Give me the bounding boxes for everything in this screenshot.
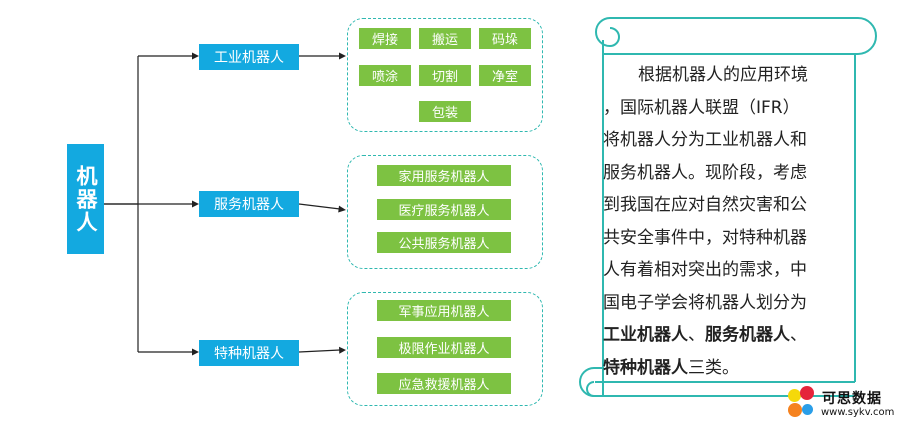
- category-service: 服务机器人: [199, 191, 299, 217]
- scroll-line: 特种机器人三类。: [603, 352, 825, 385]
- watermark-name: 可思数据: [822, 391, 882, 407]
- scroll-line: 人有着相对突出的需求，中: [603, 260, 807, 280]
- scroll-line: 国电子学会将机器人划分为: [603, 292, 807, 313]
- scroll-line: 到我国在应对自然灾害和公: [603, 195, 807, 215]
- leaf-palletizing: 码垛: [479, 28, 531, 49]
- bold-term: 工业机器人: [603, 325, 688, 345]
- category-special: 特种机器人: [199, 340, 299, 366]
- leaf-military: 军事应用机器人: [377, 300, 511, 321]
- service-group: [347, 155, 543, 269]
- leaf-emergency-rescue: 应急救援机器人: [377, 373, 511, 394]
- leaf-medical-service: 医疗服务机器人: [377, 199, 511, 220]
- leaf-public-service: 公共服务机器人: [377, 232, 511, 253]
- leaf-cleanroom: 净室: [479, 65, 531, 86]
- separator: 、: [688, 325, 705, 345]
- scroll-line: ，国际机器人联盟（IFR）: [603, 97, 800, 118]
- bold-term: 服务机器人: [705, 325, 790, 345]
- scroll-tail: 三类。: [688, 357, 739, 378]
- bold-term: 特种机器人: [603, 357, 688, 378]
- leaf-packaging: 包装: [419, 101, 471, 122]
- scroll-text: 根据机器人的应用环境 ，国际机器人联盟（IFR） 将机器人分为工业机器人和 服务…: [603, 59, 825, 384]
- industrial-group: [347, 18, 543, 132]
- category-industrial: 工业机器人: [199, 44, 299, 70]
- leaf-handling: 搬运: [419, 28, 471, 49]
- scroll-line: 工业机器人、服务机器人、: [603, 319, 825, 352]
- special-group: [347, 292, 543, 406]
- leaf-spraying: 喷涂: [359, 65, 411, 86]
- watermark-url: www.sykv.com: [821, 407, 895, 418]
- root-node: 机器人: [67, 144, 104, 254]
- separator: 、: [790, 325, 807, 345]
- scroll-line: 共安全事件中，对特种机器: [603, 227, 807, 248]
- leaf-welding: 焊接: [359, 28, 411, 49]
- leaf-cutting: 切割: [419, 65, 471, 86]
- watermark-logo-icon: [786, 386, 826, 422]
- scroll-line: 根据机器人的应用环境: [638, 65, 808, 85]
- leaf-home-service: 家用服务机器人: [377, 165, 511, 186]
- leaf-extreme-operation: 极限作业机器人: [377, 337, 511, 358]
- scroll-line: 服务机器人。现阶段，考虑: [603, 162, 807, 183]
- scroll-line: 将机器人分为工业机器人和: [603, 130, 807, 150]
